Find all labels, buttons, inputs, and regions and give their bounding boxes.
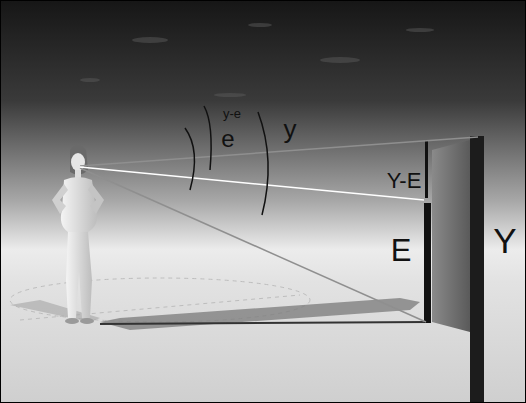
woman-figure [52, 145, 104, 324]
eye-level-line [80, 167, 424, 200]
angle-label: E [391, 235, 412, 266]
angle-arcs [185, 106, 268, 215]
angle-label: y-e [223, 107, 241, 120]
angle-label: y [284, 116, 297, 142]
angle-label: Y-E [387, 170, 422, 192]
ground-line [100, 322, 428, 324]
sight-lines [80, 137, 478, 322]
y-minus-e-bar [425, 140, 428, 198]
angle-label: Y [493, 223, 516, 258]
y-bar [470, 136, 484, 402]
clouds [80, 23, 434, 97]
e-bar [424, 203, 431, 323]
shadow [100, 298, 420, 330]
angle-label: e [221, 127, 234, 151]
board [432, 140, 470, 332]
